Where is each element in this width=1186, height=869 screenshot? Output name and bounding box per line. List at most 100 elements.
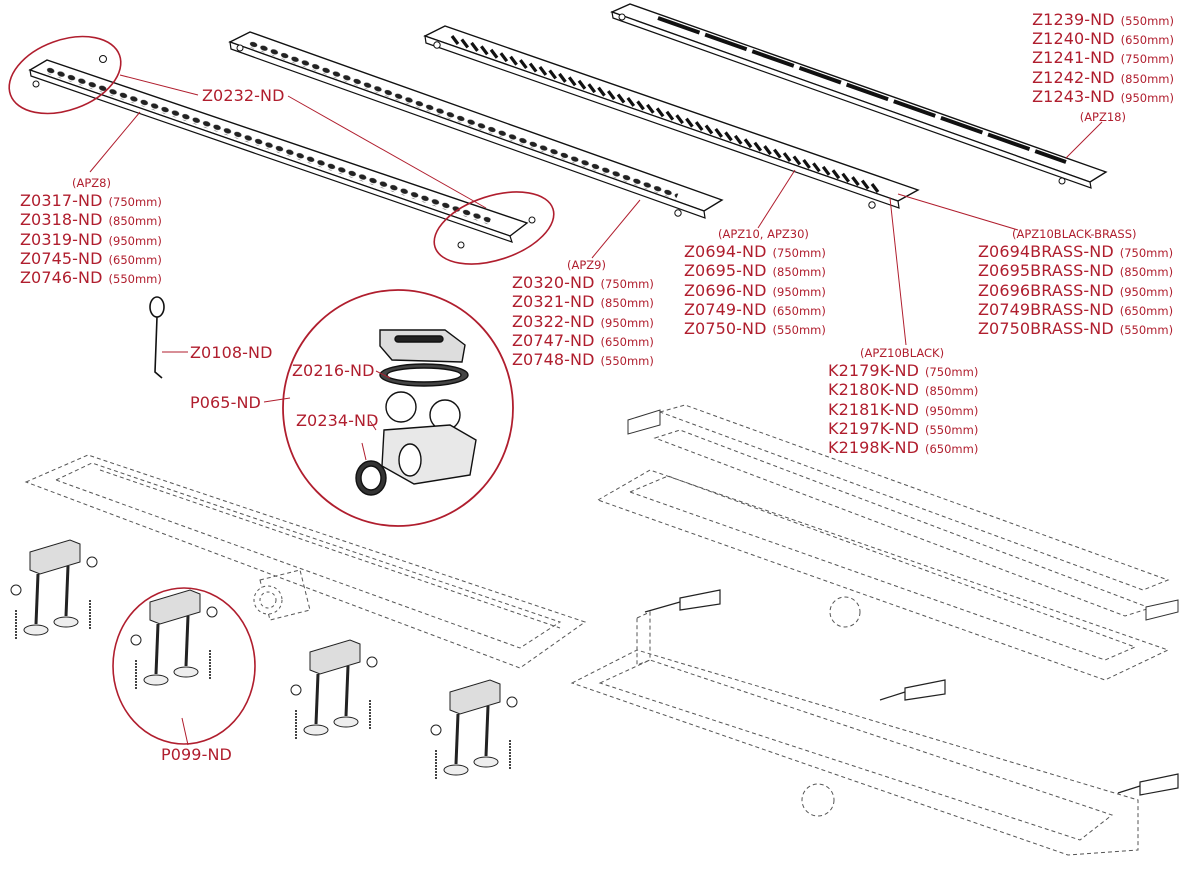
part-code: Z0320-ND — [512, 273, 595, 293]
end-caps — [627, 409, 1179, 621]
grate-slot — [538, 66, 548, 76]
part-code: Z0750BRASS-ND — [978, 318, 1114, 338]
channel-left — [24, 454, 587, 669]
callout-circle-feet — [112, 587, 256, 745]
grate-slot — [450, 35, 460, 45]
part-code: Z0319-ND — [20, 229, 103, 249]
part-code: Z0745-ND — [20, 248, 103, 268]
grate-slot — [665, 110, 675, 121]
part-size: (850mm) — [772, 265, 826, 280]
part-code: Z1241-ND — [1032, 48, 1115, 68]
grate-slot — [792, 155, 802, 166]
grate-slot — [626, 96, 636, 107]
part-size: (850mm) — [1119, 265, 1174, 280]
grate-slot — [558, 72, 567, 83]
part-size: (550mm) — [925, 422, 979, 437]
foot-assembly — [130, 589, 218, 690]
grate-slot — [519, 59, 528, 70]
part-size: (750mm) — [772, 246, 826, 261]
anchor-screws — [644, 589, 1179, 796]
part-size: (550mm) — [1120, 14, 1174, 28]
part-size: (750mm) — [925, 365, 979, 380]
group-title: (APZ10BLACK-BRASS) — [1012, 227, 1137, 241]
part-code: Z0322-ND — [512, 311, 595, 331]
grate-slot — [851, 176, 860, 187]
group-apz10: (APZ10, APZ30) Z0694-ND(750mm) Z0695-ND(… — [684, 223, 826, 338]
group-title: (APZ10, APZ30) — [718, 227, 809, 241]
grate-slot — [733, 134, 743, 145]
grate-slot — [587, 83, 597, 94]
grate-slot — [714, 127, 724, 138]
part-size: (750mm) — [108, 195, 162, 210]
grate-slot — [694, 121, 704, 132]
part-size: (950mm) — [1120, 90, 1174, 105]
callout-p099: P099-ND — [161, 745, 232, 764]
grate-slot — [509, 55, 518, 66]
group-apz9: (APZ9) Z0320-ND(750mm) Z0321-ND(850mm) Z… — [512, 254, 654, 369]
grate-slot — [753, 141, 763, 152]
grate-slot — [675, 114, 684, 125]
part-size: (650mm) — [1119, 303, 1174, 318]
grate-slot — [724, 131, 733, 142]
callout-z0232: Z0232-ND — [202, 86, 285, 105]
grate-apz9 — [228, 31, 724, 219]
grate-slot — [577, 79, 587, 90]
grate-slot — [499, 52, 509, 63]
part-code: Z0746-ND — [20, 267, 103, 287]
part-code: Z1239-ND — [1032, 10, 1115, 29]
grate-slot — [528, 62, 538, 73]
grate-apz10 — [423, 25, 920, 209]
callout-circle-siphon — [282, 289, 514, 527]
part-code: K2180K-ND — [828, 380, 919, 400]
part-size: (650mm) — [925, 441, 979, 456]
part-code: Z0317-ND — [20, 191, 103, 211]
part-size: (650mm) — [772, 303, 826, 318]
group-title: (APZ8) — [72, 176, 111, 190]
part-code: Z0747-ND — [512, 330, 595, 350]
callout-z0216: Z0216-ND — [292, 361, 375, 380]
grate-slot — [782, 152, 792, 162]
group-apz10-brass: (APZ10BLACK-BRASS) Z0694BRASS-ND(750mm) … — [978, 223, 1173, 338]
part-size: (950mm) — [925, 403, 979, 418]
grate-slot — [606, 90, 616, 101]
part-size: (950mm) — [772, 284, 826, 299]
grate-slot — [548, 69, 557, 80]
hook-part — [149, 296, 165, 379]
group-title: (APZ9) — [567, 258, 606, 272]
part-code: Z0318-ND — [20, 210, 103, 230]
callout-z0234: Z0234-ND — [296, 411, 379, 430]
part-size: (750mm) — [600, 277, 654, 292]
grate-slot — [489, 48, 499, 59]
grate-slot — [763, 145, 772, 156]
grate-slot — [567, 76, 577, 87]
channel-right-lower — [570, 611, 1139, 856]
part-code: Z0749-ND — [684, 299, 767, 319]
grate-slot — [802, 158, 811, 169]
part-code: Z0695-ND — [684, 261, 767, 281]
part-size: (650mm) — [600, 334, 654, 349]
grate-slot — [460, 38, 470, 49]
foot-assembly — [290, 639, 378, 740]
callout-circle-apz8-left — [8, 35, 122, 115]
part-size: (750mm) — [1119, 246, 1174, 261]
grate-slot — [743, 138, 753, 149]
foot-assembly — [10, 539, 98, 640]
grate-slot — [841, 172, 850, 183]
part-size: (950mm) — [1119, 284, 1174, 299]
grate-slot — [812, 162, 821, 173]
part-size: (650mm) — [1120, 33, 1174, 48]
part-size: (550mm) — [772, 322, 826, 337]
callout-z0108: Z0108-ND — [190, 343, 273, 362]
group-apz8: (APZ8) Z0317-ND (750mm) Z0318-ND (850mm) Z… — [20, 172, 162, 287]
part-size: (550mm) — [600, 353, 654, 368]
siphon-parts — [355, 329, 477, 496]
grate-slot — [597, 86, 606, 97]
part-size: (850mm) — [108, 214, 162, 229]
part-size: (850mm) — [600, 296, 654, 311]
part-code: Z0696BRASS-ND — [978, 280, 1114, 300]
part-code: K2179K-ND — [828, 361, 919, 381]
part-code: Z0694BRASS-ND — [978, 242, 1114, 262]
grate-slot — [773, 148, 782, 159]
part-size: (850mm) — [1120, 71, 1174, 86]
grate-slot — [616, 93, 626, 104]
